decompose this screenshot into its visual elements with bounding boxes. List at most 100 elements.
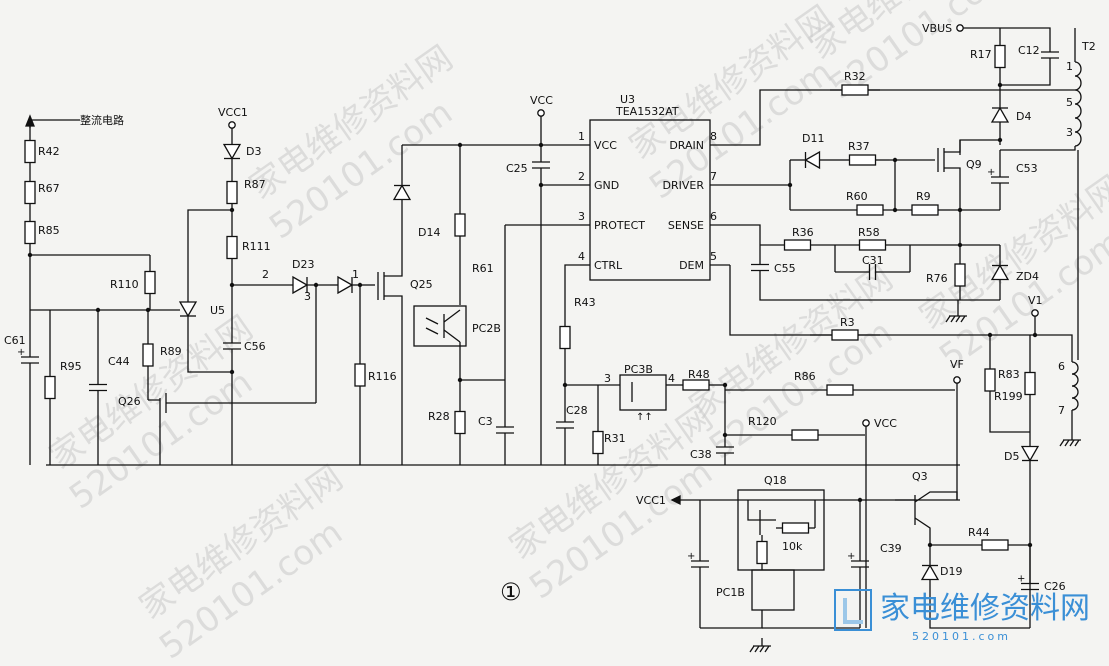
R58 [858, 239, 887, 251]
label: R83 [998, 368, 1020, 381]
R83 [984, 368, 996, 392]
light-arrow-icon: ↑↑ [636, 412, 653, 423]
R17 [994, 44, 1006, 69]
D11 [804, 150, 821, 170]
light-arrow-icon [425, 327, 439, 335]
R61 [454, 213, 466, 237]
ground-hatch [1069, 439, 1075, 447]
vcc-terminal [537, 109, 545, 117]
ic-pin-name: VCC [594, 139, 617, 152]
v1-terminal [1031, 309, 1039, 317]
figure-label: ① [500, 578, 522, 606]
D14 [392, 184, 412, 201]
label: 7 [1058, 404, 1065, 417]
label: R3 [840, 316, 855, 329]
R110 [144, 270, 156, 295]
label: R86 [794, 370, 816, 383]
wire [914, 491, 958, 503]
R86 [826, 384, 854, 396]
junction-dot [892, 207, 898, 213]
R111 [226, 235, 238, 260]
junction-dot [787, 182, 793, 188]
label: 2 [262, 268, 269, 281]
ic-pin-number: 8 [710, 130, 717, 143]
label: V1 [1028, 294, 1043, 307]
wire [700, 610, 763, 629]
rectifier-label: 整流电路 [80, 113, 124, 127]
logo-mark [834, 589, 872, 631]
ic-pin-number: 6 [710, 210, 717, 223]
T2-aux-winding [1071, 361, 1079, 375]
label: C56 [244, 340, 266, 353]
label: R31 [604, 432, 626, 445]
label: R61 [472, 262, 494, 275]
junction-dot [722, 432, 728, 438]
label: 1 [352, 268, 359, 281]
R28 [454, 410, 466, 435]
T2-aux-winding [1071, 373, 1079, 387]
wire [747, 500, 776, 521]
T2-winding [1074, 89, 1082, 105]
U5 [178, 301, 198, 318]
label: 4 [668, 372, 675, 385]
ground-hatch [749, 645, 755, 653]
ground-hatch [759, 645, 765, 653]
label: PC3B [624, 363, 653, 376]
PC3B [619, 374, 667, 411]
R95 [44, 375, 56, 400]
label: 5 [1066, 96, 1073, 109]
R60 [856, 204, 884, 216]
label: R116 [368, 370, 397, 383]
wire [187, 316, 232, 373]
label: R67 [38, 182, 60, 195]
label: R17 [970, 48, 992, 61]
label: D23 [292, 258, 314, 271]
R-10k [781, 522, 810, 534]
label: R42 [38, 145, 60, 158]
junction-dot [957, 242, 963, 248]
arrow-icon [25, 114, 35, 127]
wire [959, 139, 1000, 155]
label: U5 [210, 304, 225, 317]
R37 [848, 154, 877, 166]
ground-hatch [754, 645, 760, 653]
label: D3 [246, 145, 261, 158]
label: C53 [1016, 162, 1038, 175]
vcc1-terminal [228, 121, 236, 129]
label: Q3 [912, 470, 928, 483]
label: R120 [748, 415, 777, 428]
R85 [24, 220, 36, 245]
R76 [954, 263, 966, 287]
label: C25 [506, 162, 528, 175]
C39b-polarity: + [687, 551, 695, 562]
label: R111 [242, 240, 271, 253]
wire [564, 264, 580, 290]
T2-winding [1074, 131, 1082, 147]
ic-part: TEA1532AT [615, 105, 679, 118]
T2-aux-winding [1071, 397, 1079, 411]
brand-name: 家电维修资料网 [880, 591, 1090, 626]
wire-layer [27, 27, 1079, 646]
D19 [920, 564, 940, 581]
D4 [990, 106, 1010, 123]
R31 [592, 430, 604, 455]
label: R87 [244, 178, 266, 191]
brand-url: 520101.com [912, 630, 1011, 643]
R48 [682, 379, 710, 391]
R36 [783, 239, 812, 251]
T2-winding [1074, 103, 1082, 119]
ic-pin-name: GND [594, 179, 619, 192]
ground-hatch [955, 315, 961, 323]
wire [1000, 27, 1051, 40]
label: Q18 [764, 474, 787, 487]
wire [384, 295, 403, 465]
ic-pin-name: PROTECT [594, 219, 645, 232]
vcc-mid-terminal [862, 419, 870, 427]
ic-pin-name: DEM [679, 259, 704, 272]
D23 [292, 275, 309, 295]
label: 1 [1066, 60, 1073, 73]
T2-winding [1074, 61, 1082, 77]
label: D14 [418, 226, 440, 239]
